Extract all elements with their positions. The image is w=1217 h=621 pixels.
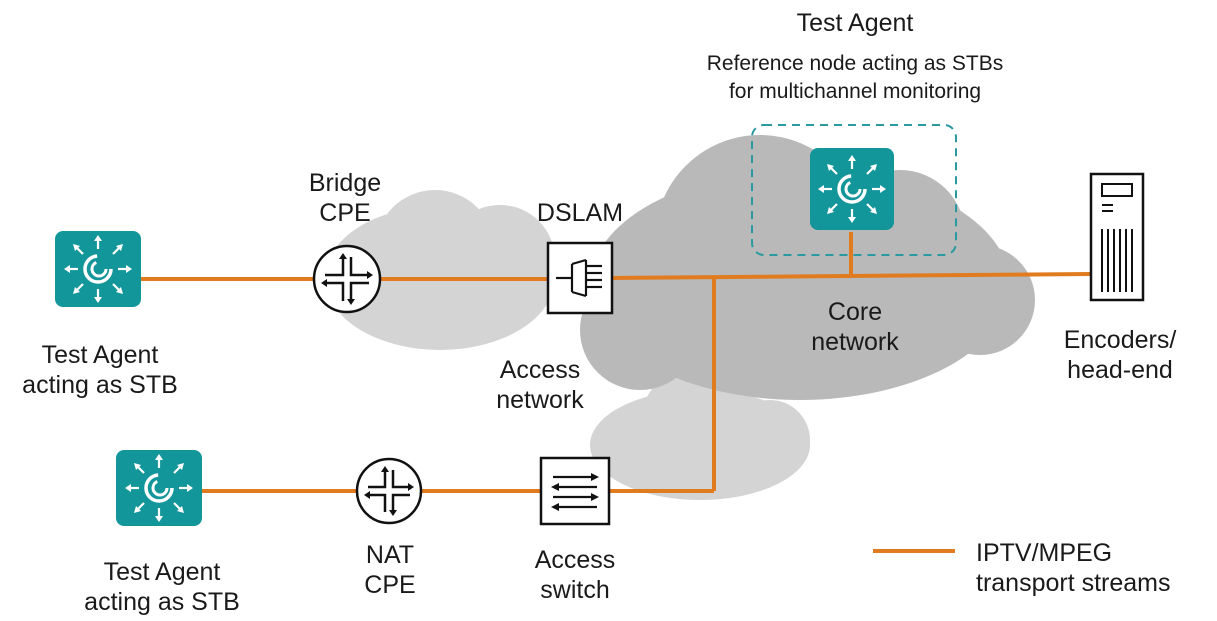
encoders-label: Encoders/ head-end <box>1063 326 1177 384</box>
access-network-label: Access network <box>496 356 584 414</box>
router-icon <box>312 244 382 314</box>
bridge-cpe-label: Bridge CPE <box>308 169 382 227</box>
test-agent-top-label: Test Agent acting as STB <box>22 341 178 399</box>
stream-lines <box>140 232 1093 553</box>
core-network-label: Core network <box>811 298 899 356</box>
switch-icon <box>539 456 611 526</box>
lower-cloud <box>590 365 810 500</box>
dslam-icon <box>546 241 614 315</box>
test-agent-bottom-label: Test Agent acting as STB <box>84 558 240 616</box>
legend-label: IPTV/MPEG transport streams <box>976 539 1171 597</box>
reference-subtitle: Reference node acting as STBs for multic… <box>706 52 1004 103</box>
reference-node-box <box>751 124 957 256</box>
test-agent-icon <box>810 148 894 230</box>
access-switch-label: Access switch <box>534 546 616 604</box>
test-agent-icon <box>116 450 202 526</box>
test-agent-icon <box>55 231 141 307</box>
server-icon <box>1089 172 1145 302</box>
dslam-label: DSLAM <box>536 199 624 227</box>
router-icon <box>355 457 423 525</box>
core-cloud <box>580 135 1035 400</box>
reference-title: Test Agent <box>796 9 914 37</box>
nat-cpe-label: NAT CPE <box>364 541 416 599</box>
